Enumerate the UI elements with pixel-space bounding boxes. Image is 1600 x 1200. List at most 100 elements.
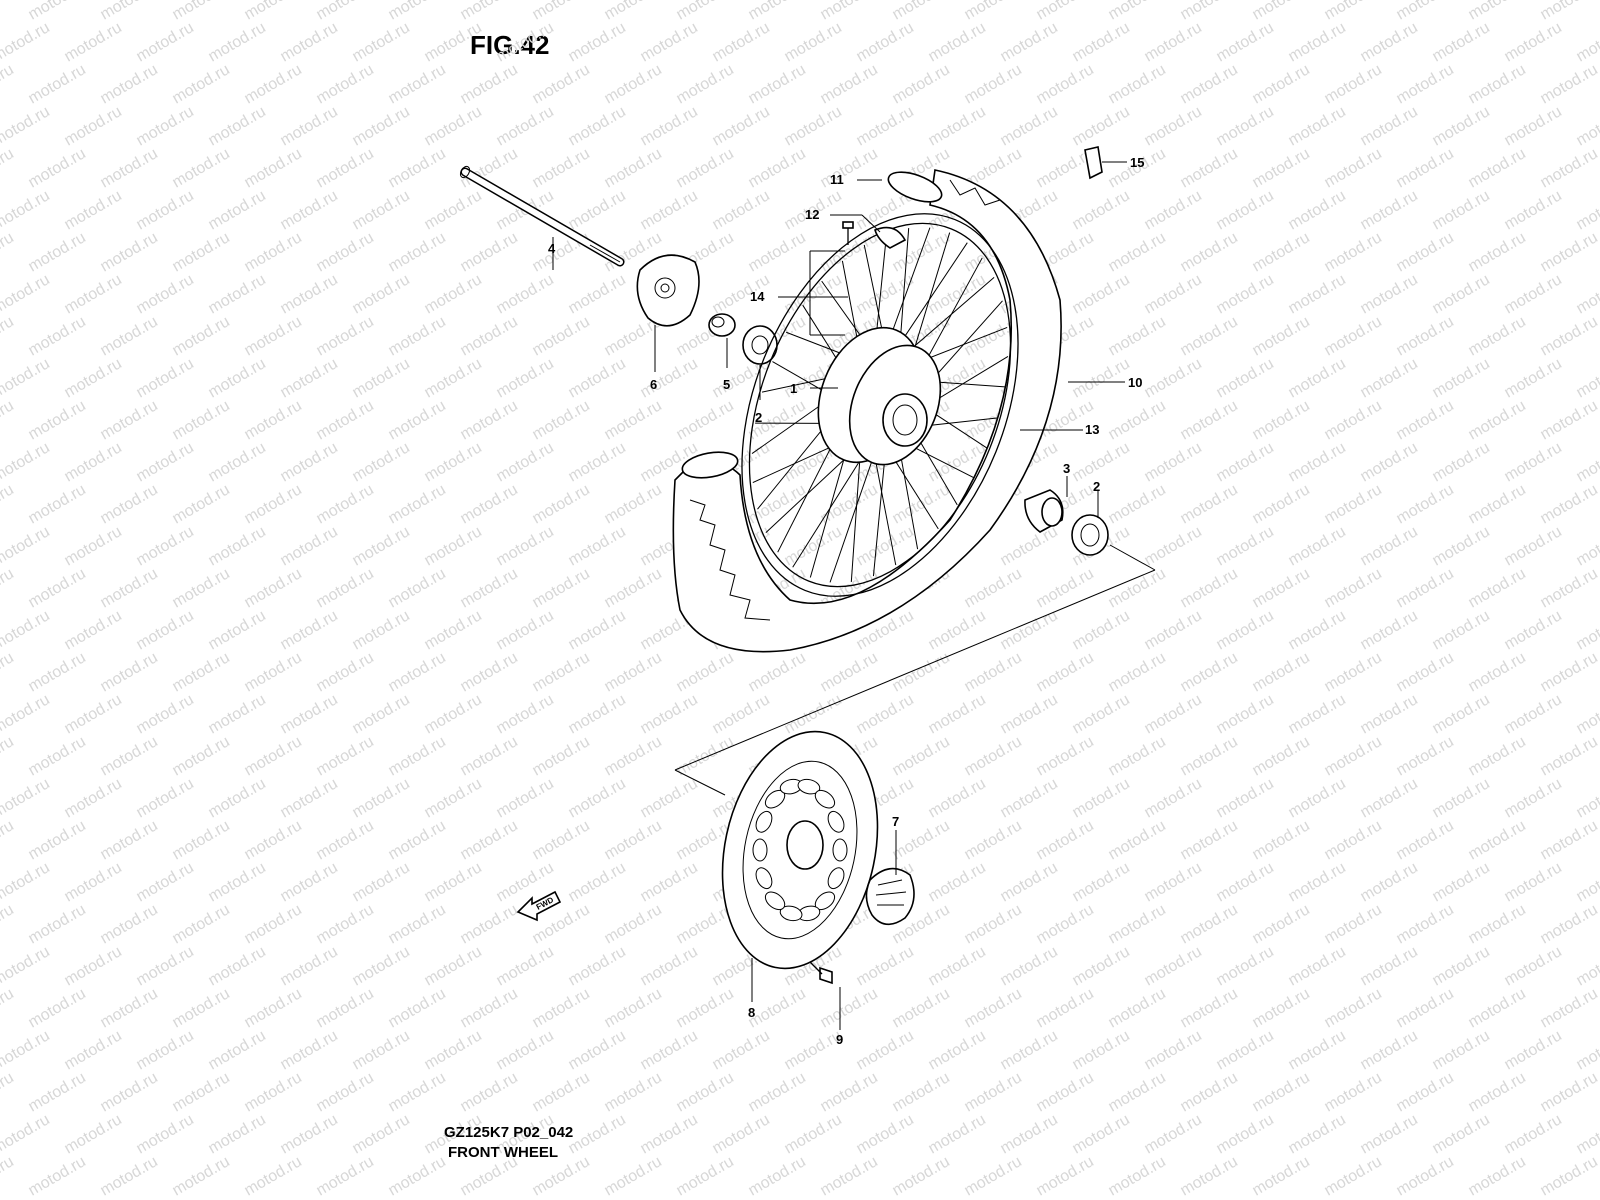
watermark-text: motod.ru — [1322, 649, 1385, 695]
valve-cap — [1084, 146, 1103, 180]
watermark-text: motod.ru — [314, 0, 377, 23]
watermark-text: motod.ru — [1358, 1027, 1421, 1073]
watermark-text: motod.ru — [1106, 1153, 1169, 1199]
callout-14: 14 — [750, 289, 765, 304]
disc-hole — [755, 810, 773, 833]
watermark-text: motod.ru — [1574, 19, 1600, 65]
watermark-text: motod.ru — [1142, 187, 1205, 233]
watermark-text: motod.ru — [890, 1069, 953, 1115]
watermark-text: motod.ru — [26, 733, 89, 779]
watermark-text: motod.ru — [674, 61, 737, 107]
watermark-text: motod.ru — [602, 61, 665, 107]
watermark-text: motod.ru — [1106, 0, 1169, 23]
watermark-text: motod.ru — [134, 1027, 197, 1073]
watermark-text: motod.ru — [206, 439, 269, 485]
watermark-text: motod.ru — [746, 61, 809, 107]
watermark-text: motod.ru — [62, 691, 125, 737]
watermark-text: motod.ru — [710, 19, 773, 65]
watermark-text: motod.ru — [62, 943, 125, 989]
watermark-text: motod.ru — [1538, 733, 1600, 779]
watermark-text: motod.ru — [170, 397, 233, 443]
watermark-text: motod.ru — [1106, 901, 1169, 947]
watermark-text: motod.ru — [1286, 355, 1349, 401]
watermark-text: motod.ru — [746, 1069, 809, 1115]
watermark-text: motod.ru — [782, 19, 845, 65]
watermark-text: motod.ru — [1574, 859, 1600, 905]
callout-1: 1 — [790, 381, 797, 396]
watermark-text: motod.ru — [350, 943, 413, 989]
watermark-text: motod.ru — [1250, 733, 1313, 779]
watermark-text: motod.ru — [0, 523, 53, 569]
watermark-text: motod.ru — [314, 61, 377, 107]
watermark-text: motod.ru — [0, 397, 17, 443]
watermark-text: motod.ru — [1106, 397, 1169, 443]
watermark-text: motod.ru — [1466, 0, 1529, 23]
callout-15: 15 — [1130, 155, 1144, 170]
watermark-text: motod.ru — [1358, 859, 1421, 905]
disc-bolt — [809, 961, 833, 985]
watermark-text: motod.ru — [1322, 817, 1385, 863]
watermark-text: motod.ru — [422, 439, 485, 485]
watermark-text: motod.ru — [1178, 61, 1241, 107]
watermark-text: motod.ru — [1178, 313, 1241, 359]
watermark-text: motod.ru — [422, 775, 485, 821]
watermark-text: motod.ru — [1178, 901, 1241, 947]
watermark-text: motod.ru — [0, 691, 53, 737]
watermark-text: motod.ru — [134, 523, 197, 569]
watermark-text: motod.ru — [170, 313, 233, 359]
watermark-text: motod.ru — [1574, 439, 1600, 485]
watermark-text: motod.ru — [1358, 943, 1421, 989]
disc-hole — [827, 867, 845, 890]
watermark-text: motod.ru — [602, 901, 665, 947]
spoke-nipple — [842, 221, 854, 245]
speedometer-gearbox — [865, 867, 915, 926]
watermark-text: motod.ru — [494, 103, 557, 149]
watermark-text: motod.ru — [1286, 775, 1349, 821]
watermark-text: motod.ru — [1466, 649, 1529, 695]
figure-name: FRONT WHEEL — [448, 1144, 558, 1161]
watermark-text: motod.ru — [1538, 1069, 1600, 1115]
watermark-text: motod.ru — [278, 523, 341, 569]
watermark-text: motod.ru — [278, 1027, 341, 1073]
watermark-text: motod.ru — [422, 1027, 485, 1073]
watermark-text: motod.ru — [1502, 355, 1565, 401]
watermark-text: motod.ru — [854, 103, 917, 149]
watermark-text: motod.ru — [782, 523, 845, 569]
watermark-text: motod.ru — [1538, 985, 1600, 1031]
watermark-text: motod.ru — [674, 145, 737, 191]
watermark-text: motod.ru — [278, 187, 341, 233]
watermark-text: motod.ru — [206, 19, 269, 65]
figure-title: FIG.42 — [470, 30, 550, 60]
watermark-text: motod.ru — [422, 691, 485, 737]
watermark-text: motod.ru — [566, 103, 629, 149]
watermark-text: motod.ru — [962, 985, 1025, 1031]
watermark-text: motod.ru — [1250, 901, 1313, 947]
watermark-text: motod.ru — [1142, 775, 1205, 821]
watermark-text: motod.ru — [1034, 985, 1097, 1031]
watermark-text: motod.ru — [854, 271, 917, 317]
watermark-text: motod.ru — [926, 775, 989, 821]
watermark-text: motod.ru — [566, 355, 629, 401]
watermark-text: motod.ru — [26, 565, 89, 611]
brake-disc — [721, 730, 879, 970]
watermark-text: motod.ru — [26, 0, 89, 23]
watermark-text: motod.ru — [386, 565, 449, 611]
watermark-text: motod.ru — [1070, 271, 1133, 317]
watermark-text: motod.ru — [494, 775, 557, 821]
watermark-text: motod.ru — [890, 649, 953, 695]
watermark-text: motod.ru — [710, 187, 773, 233]
watermark-text: motod.ru — [386, 1153, 449, 1199]
disc-hole — [814, 789, 836, 809]
watermark-text: motod.ru — [1034, 0, 1097, 23]
watermark-text: motod.ru — [1466, 397, 1529, 443]
watermark-text: motod.ru — [386, 817, 449, 863]
watermark-text: motod.ru — [962, 901, 1025, 947]
watermark-text: motod.ru — [170, 145, 233, 191]
watermark-text: motod.ru — [1574, 187, 1600, 233]
watermark-text: motod.ru — [530, 0, 593, 23]
watermark-text: motod.ru — [1034, 61, 1097, 107]
watermark-text: motod.ru — [674, 1069, 737, 1115]
watermark-text: motod.ru — [1034, 565, 1097, 611]
watermark-text: motod.ru — [0, 775, 53, 821]
watermark-text: motod.ru — [998, 943, 1061, 989]
